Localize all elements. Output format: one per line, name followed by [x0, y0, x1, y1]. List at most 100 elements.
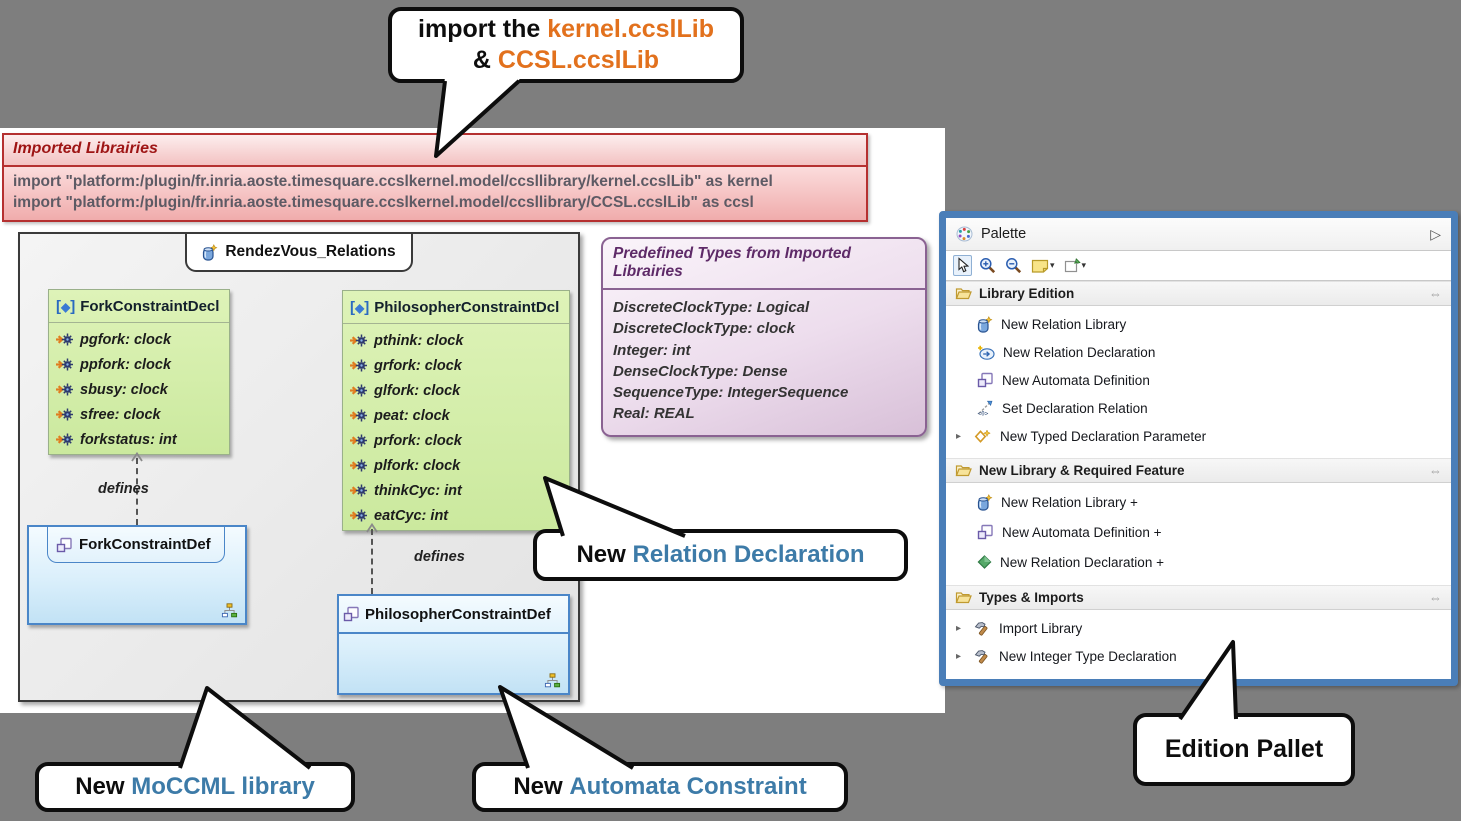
cursor-icon — [956, 257, 969, 274]
attribute-row[interactable]: eatCyc: int — [349, 503, 563, 528]
palette-section-new-library-required-feature[interactable]: New Library & Required Feature ⇔ — [946, 458, 1451, 483]
expand-arrow-icon[interactable]: ▸ — [956, 650, 962, 662]
imported-libraries-title: Imported Librairies — [4, 135, 866, 167]
callout-line2: & CCSL.ccslLib — [473, 45, 659, 76]
dropdown-caret-icon[interactable]: ▾ — [1050, 260, 1055, 270]
callout-lib2: CCSL.ccslLib — [497, 46, 660, 74]
pinned-note-icon — [1064, 258, 1081, 273]
attribute-icon — [349, 409, 367, 422]
green-diamond-icon — [977, 555, 992, 569]
attribute-icon — [349, 384, 367, 397]
palette-section-library-edition[interactable]: Library Edition ⇔ — [946, 281, 1451, 306]
note-icon — [1031, 259, 1049, 273]
note-tool-button[interactable]: ▾ — [1029, 258, 1057, 274]
attribute-row[interactable]: sbusy: clock — [55, 377, 223, 402]
attribute-row[interactable]: prfork: clock — [349, 428, 563, 453]
automata-definition-icon — [977, 524, 994, 540]
philosopher-constraint-def-box[interactable]: PhilosopherConstraintDef — [337, 594, 570, 695]
select-tool-button[interactable] — [953, 255, 972, 276]
type-entry: Real: REAL — [613, 405, 695, 423]
palette-item-import-library[interactable]: ▸Import Library — [946, 614, 1451, 642]
attribute-icon — [55, 358, 73, 371]
zoom-out-button[interactable] — [1003, 256, 1024, 275]
palette-header[interactable]: Palette ▷ — [946, 218, 1451, 251]
attribute-row[interactable]: ppfork: clock — [55, 352, 223, 377]
relation-library-icon — [202, 243, 218, 261]
zoom-out-icon — [1005, 257, 1022, 274]
palette-item-new-automata-definition-plus[interactable]: New Automata Definition + — [946, 517, 1451, 547]
pin-note-tool-button[interactable]: ▾ — [1062, 257, 1089, 274]
philosopher-constraint-decl-box[interactable]: [◆] PhilosopherConstraintDcl pthink: clo… — [342, 290, 570, 531]
collapse-palette-icon[interactable]: ▷ — [1430, 225, 1441, 242]
palette-item-new-relation-library[interactable]: New Relation Library — [946, 310, 1451, 338]
attribute-label: thinkCyc: int — [374, 482, 462, 499]
fork-constraint-decl-header[interactable]: [◆] ForkConstraintDecl — [49, 290, 229, 323]
attribute-row[interactable]: pthink: clock — [349, 328, 563, 353]
attribute-row[interactable]: forkstatus: int — [55, 427, 223, 452]
callout-text: the — [495, 14, 548, 43]
philosopher-constraint-def-header[interactable]: PhilosopherConstraintDef — [339, 596, 568, 634]
section-title: New Library & Required Feature — [979, 463, 1185, 478]
automata-definition-icon — [343, 606, 360, 622]
palette-section-types-imports[interactable]: Types & Imports ⇔ — [946, 585, 1451, 610]
defines-arrowhead-icon — [130, 449, 144, 467]
expand-arrow-icon[interactable]: ▸ — [956, 430, 962, 442]
callout-line1: import the kernel.ccslLib — [418, 14, 714, 45]
defines-edge[interactable] — [371, 529, 373, 594]
callout-bold-word: import — [418, 14, 496, 43]
hammer-icon — [974, 649, 991, 664]
import-statement-kernel: import "platform:/plugin/fr.inria.aoste.… — [13, 173, 773, 190]
palette-item-new-integer-type-declaration[interactable]: ▸New Integer Type Declaration — [946, 642, 1451, 670]
attribute-row[interactable]: grfork: clock — [349, 353, 563, 378]
automata-definition-icon — [977, 372, 994, 388]
attribute-icon — [55, 383, 73, 396]
attribute-row[interactable]: glfork: clock — [349, 378, 563, 403]
philosopher-constraint-decl-title: PhilosopherConstraintDcl — [374, 298, 560, 316]
palette-item-new-relation-declaration-plus[interactable]: New Relation Declaration + — [946, 547, 1451, 577]
rendezvous-relations-container[interactable]: RendezVous_Relations [◆] ForkConstraintD… — [18, 232, 580, 702]
zoom-in-button[interactable] — [977, 256, 998, 275]
pin-section-icon[interactable]: ⇔ — [1429, 286, 1442, 301]
palette-item-label: New Relation Declaration — [1003, 344, 1156, 360]
section-title: Library Edition — [979, 286, 1075, 301]
callout-prefix: New — [75, 773, 125, 800]
relation-library-icon — [977, 315, 993, 333]
palette-title: Palette — [981, 226, 1027, 242]
palette-item-new-typed-declaration-parameter[interactable]: ▸New Typed Declaration Parameter — [946, 422, 1451, 450]
pin-section-icon[interactable]: ⇔ — [1429, 463, 1442, 478]
palette-item-new-automata-definition[interactable]: New Automata Definition — [946, 366, 1451, 394]
attribute-row[interactable]: plfork: clock — [349, 453, 563, 478]
type-entry: Integer: int — [613, 341, 691, 359]
fork-constraint-def-box[interactable]: ForkConstraintDef — [27, 525, 247, 625]
defines-edge[interactable] — [136, 458, 138, 525]
attribute-label: forkstatus: int — [80, 431, 177, 448]
fork-constraint-decl-box[interactable]: [◆] ForkConstraintDecl pgfork: clock ppf… — [48, 289, 230, 455]
attribute-label: ppfork: clock — [80, 356, 172, 373]
palette-item-label: New Relation Library — [1001, 316, 1127, 332]
open-folder-icon — [955, 591, 972, 604]
fork-constraint-def-header[interactable]: ForkConstraintDef — [47, 527, 225, 563]
palette-toolbar: ▾ ▾ — [946, 251, 1451, 281]
attribute-row[interactable]: pgfork: clock — [55, 327, 223, 352]
callout-prefix: New — [576, 541, 626, 568]
palette-item-new-relation-library-plus[interactable]: New Relation Library + — [946, 487, 1451, 517]
attribute-row[interactable]: peat: clock — [349, 403, 563, 428]
pin-section-icon[interactable]: ⇔ — [1429, 590, 1442, 605]
philosopher-constraint-decl-header[interactable]: [◆] PhilosopherConstraintDcl — [343, 291, 569, 324]
callout-text: Edition Pallet — [1164, 735, 1324, 763]
palette-item-label: New Automata Definition — [1002, 372, 1150, 388]
attribute-row[interactable]: sfree: clock — [55, 402, 223, 427]
attribute-row[interactable]: thinkCyc: int — [349, 478, 563, 503]
palette-item-new-relation-declaration[interactable]: New Relation Declaration — [946, 338, 1451, 366]
type-entry: SequenceType: IntegerSequence — [613, 384, 849, 402]
rendezvous-relations-tab[interactable]: RendezVous_Relations — [185, 232, 413, 272]
dropdown-caret-icon[interactable]: ▾ — [1081, 260, 1087, 270]
hierarchy-tree-icon — [221, 603, 238, 618]
callout-highlight: Automata Constraint — [569, 773, 807, 800]
palette-item-set-declaration-relation[interactable]: <0>Set Declaration Relation — [946, 394, 1451, 422]
automata-definition-icon — [56, 537, 73, 553]
palette-items-group: New Relation Library + New Automata Defi… — [946, 483, 1451, 585]
relation-library-icon — [977, 493, 993, 511]
expand-arrow-icon[interactable]: ▸ — [956, 622, 962, 634]
